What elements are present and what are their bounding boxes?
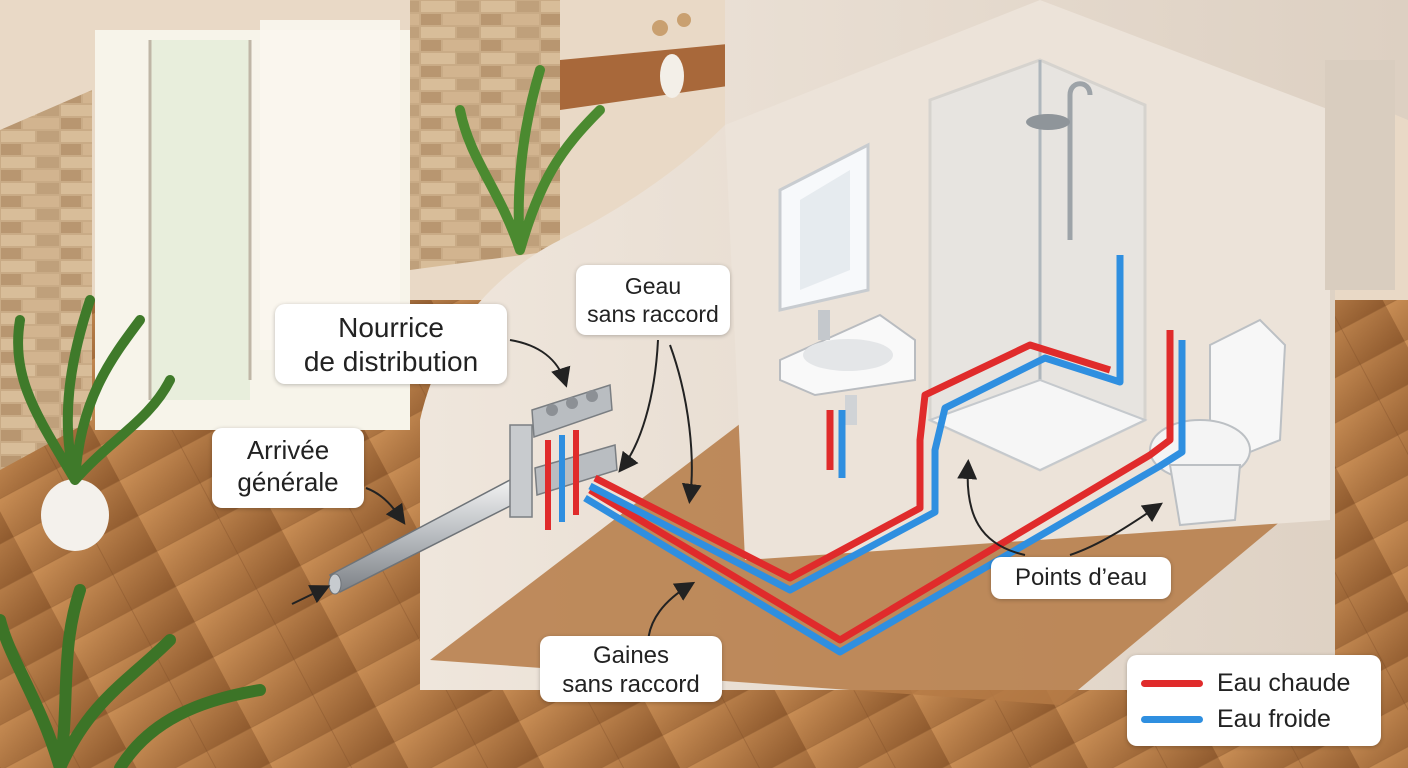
label-gaines-sans-raccord: Gaines sans raccord (540, 636, 722, 702)
legend-row-cold: Eau froide (1141, 701, 1367, 737)
label-gaines-line2: sans raccord (562, 671, 700, 699)
plant-back (455, 65, 605, 255)
label-points-d-eau: Points d’eau (991, 557, 1171, 599)
plant-left (13, 295, 175, 551)
towel-rail (1325, 60, 1395, 290)
label-nourrice-de-distribution: Nourrice de distribution (275, 304, 507, 384)
label-geau-sans-raccord: Geau sans raccord (576, 265, 730, 335)
label-nourrice-line2: de distribution (303, 346, 479, 378)
hot-water-pipes (588, 330, 1174, 644)
legend-swatch-cold (1141, 715, 1203, 723)
window (95, 20, 410, 430)
legend-row-hot: Eau chaude (1141, 665, 1367, 701)
toilet (1149, 318, 1287, 527)
label-nourrice-line1: Nourrice (338, 312, 444, 343)
sink (779, 310, 916, 425)
distribution-manifold (509, 383, 618, 530)
label-geau-line1: Geau (624, 273, 682, 299)
legend-label-cold: Eau froide (1217, 704, 1331, 733)
stone-wall-left (0, 90, 92, 470)
label-arrivee-line1: Arrivée (246, 435, 330, 465)
annotation-arrows (291, 339, 1163, 646)
cold-water-pipes (583, 255, 1186, 656)
label-points-text: Points d’eau (1014, 564, 1148, 591)
plant-bottom-left (0, 584, 266, 768)
shower-cabin (927, 58, 1148, 472)
label-geau-line2: sans raccord (587, 301, 719, 328)
legend-label-hot: Eau chaude (1217, 668, 1351, 697)
mirror (778, 142, 870, 312)
legend: Eau chaude Eau froide (1127, 655, 1381, 746)
legend-swatch-hot (1141, 679, 1203, 687)
stone-wall-back (410, 0, 560, 270)
label-arrivee-generale: Arrivée générale (212, 428, 364, 508)
label-gaines-line1: Gaines (592, 642, 670, 669)
label-arrivee-line2: générale (237, 466, 339, 497)
vase (652, 13, 691, 98)
